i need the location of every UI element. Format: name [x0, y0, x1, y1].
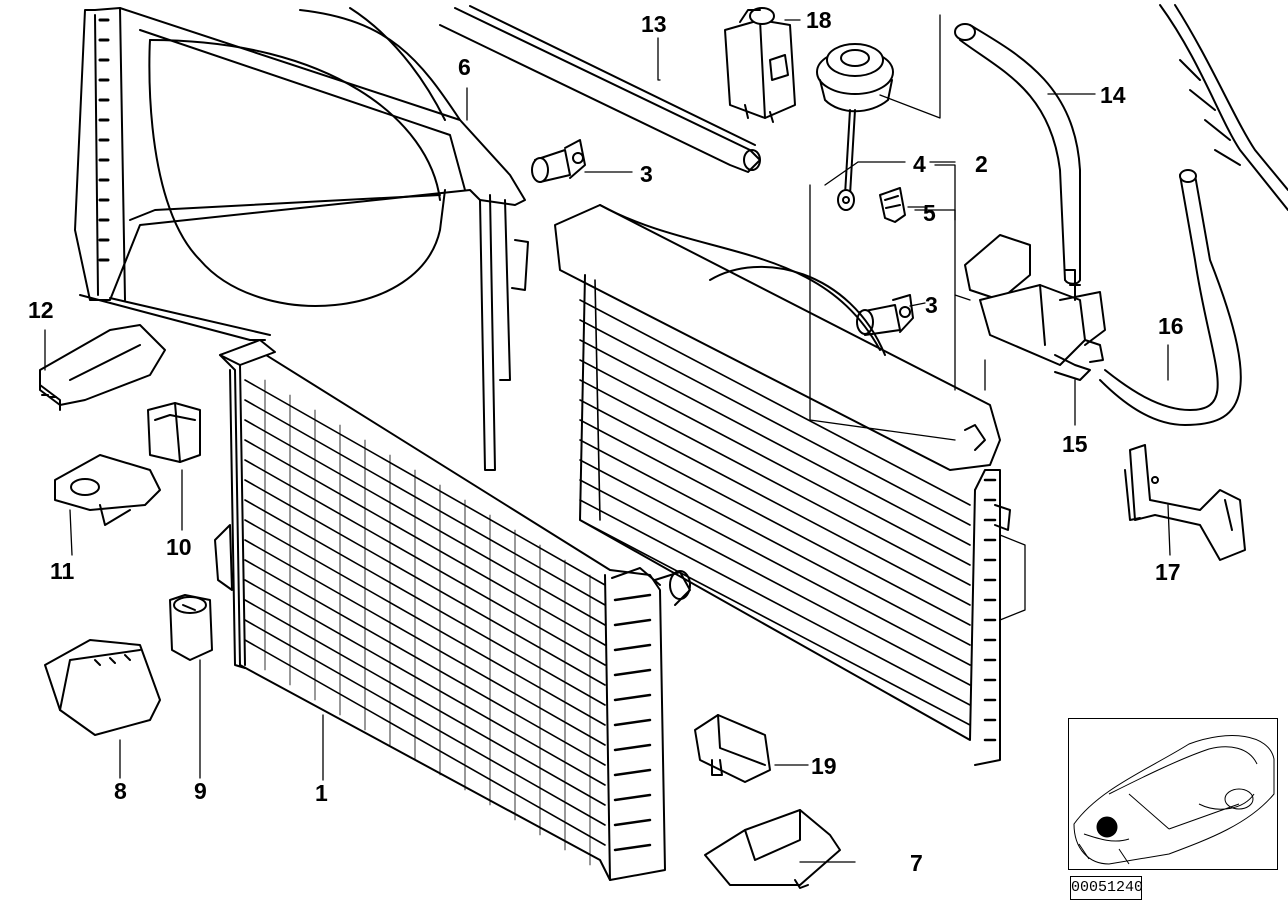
callout-label-10: 10 [166, 534, 192, 560]
callout-label-16: 16 [1158, 313, 1184, 339]
callout-label-9: 9 [194, 778, 207, 804]
callout-label-11: 11 [50, 558, 75, 584]
seal-strip-part [439, 5, 761, 173]
hose-part [954, 23, 1081, 285]
callout-label-5: 5 [923, 200, 936, 226]
expanding-rivet-middle [856, 294, 914, 336]
radiator-part [214, 339, 691, 881]
callout-label-2: 2 [975, 151, 988, 177]
callout-label-15: 15 [1062, 431, 1088, 457]
condenser-part [554, 204, 1011, 766]
lower-duct-part [704, 809, 841, 889]
callout-label-14: 14 [1100, 82, 1126, 108]
callout-label-1: 1 [315, 780, 328, 806]
callout-label-3a: 3 [640, 161, 653, 187]
callout-label-18: 18 [806, 7, 832, 33]
vacuum-unit-part [816, 43, 894, 211]
left-bracket-part [39, 324, 166, 411]
callout-label-8: 8 [114, 778, 127, 804]
callout-label-4: 4 [913, 151, 926, 177]
solenoid-valve-part [964, 234, 1106, 381]
vehicle-locator-thumbnail [1068, 718, 1278, 870]
rubber-buffer-part [169, 594, 213, 661]
clip-part [879, 187, 906, 223]
callout-label-19: 19 [811, 753, 837, 779]
callout-label-17: 17 [1155, 559, 1181, 585]
expanding-rivet-top [531, 139, 586, 183]
vacuum-hose-part [1099, 4, 1288, 426]
diagram-code: 00051240 [1070, 876, 1143, 900]
leader-lines [44, 14, 1171, 863]
callout-label-6: 6 [458, 54, 471, 80]
guide-part [694, 714, 771, 783]
callout-label-13: 13 [641, 11, 667, 37]
mount-bracket-part [54, 454, 161, 526]
rubber-mount-part [147, 402, 201, 463]
air-duct-part [44, 639, 161, 736]
bracket-part [1124, 444, 1246, 561]
fan-shroud-part [74, 7, 529, 471]
callout-label-12: 12 [28, 297, 54, 323]
callout-label-7: 7 [910, 850, 923, 876]
sensor-part [724, 7, 796, 123]
callout-label-3b: 3 [925, 292, 938, 318]
